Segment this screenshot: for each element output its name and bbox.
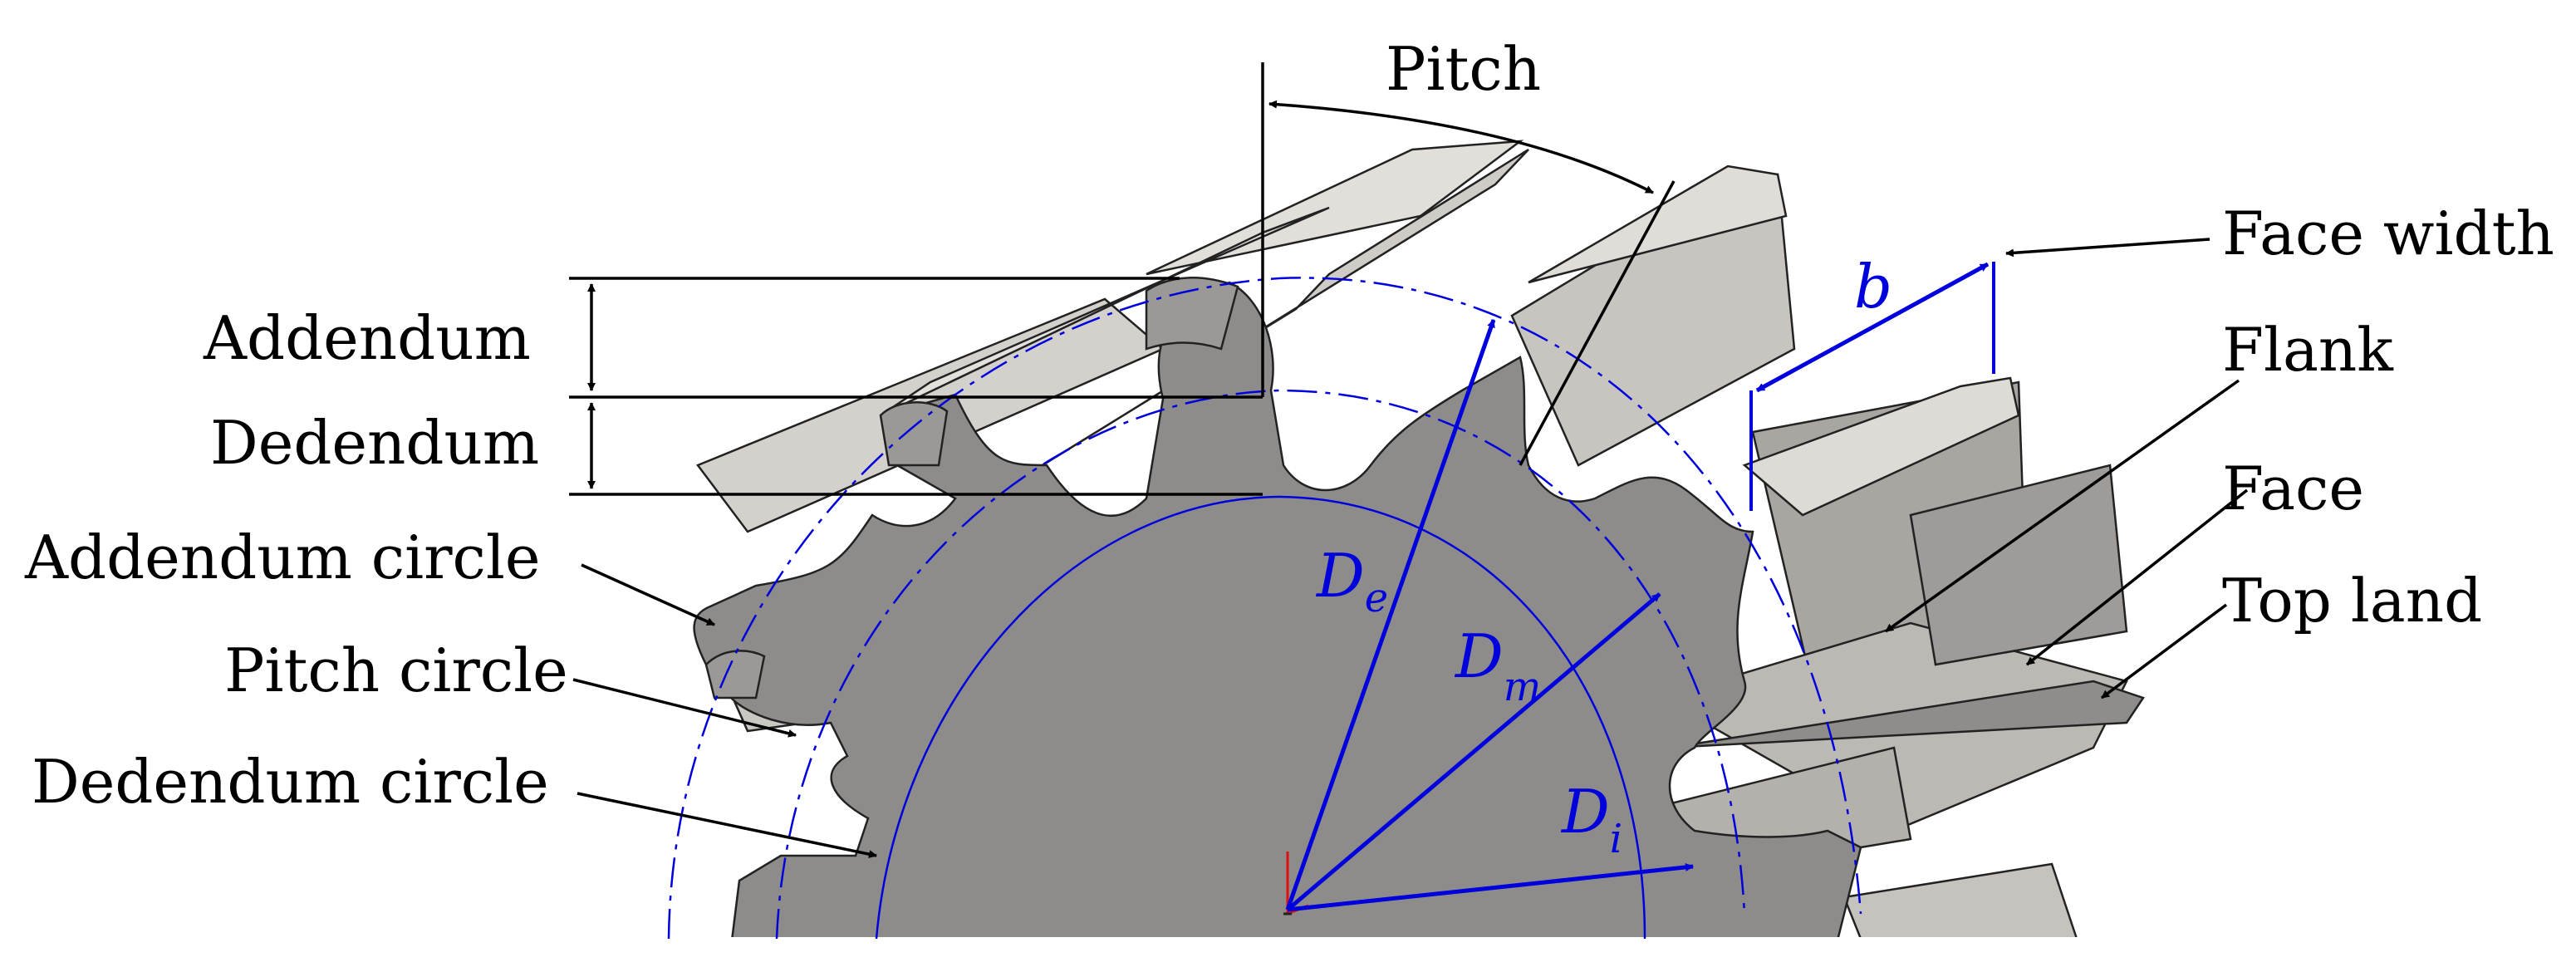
radius-arrows [1285, 319, 1694, 912]
reference-circles [667, 277, 1862, 940]
dedendum-circle-curve [875, 495, 1646, 940]
leader-face [2025, 488, 2249, 666]
label-pitch-circle: Pitch circle [224, 636, 568, 705]
dm-main: D [1454, 621, 1504, 691]
leader-flank [1884, 379, 2240, 633]
leader-face-width [2005, 238, 2210, 258]
di-arrow [1287, 862, 1694, 912]
de-main: D [1315, 541, 1365, 611]
addendum-circle-curve [667, 277, 1862, 940]
di-sub: i [1610, 816, 1622, 862]
label-de: De [1315, 541, 1388, 621]
leader-lines [572, 238, 2249, 859]
label-dm: Dm [1454, 621, 1541, 710]
de-arrow [1285, 319, 1496, 911]
label-face-width: Face width [2222, 199, 2554, 268]
label-addendum: Addendum [203, 303, 531, 373]
label-dedendum-circle: Dedendum circle [32, 747, 549, 817]
dm-sub: m [1504, 664, 1542, 710]
gear-front-face [693, 281, 1862, 937]
face-width-dimension [1749, 262, 1995, 511]
leader-addendum-circle [581, 563, 715, 626]
dm-arrow [1286, 592, 1661, 911]
gear-body [693, 140, 2145, 937]
label-addendum-circle: Addendum circle [24, 523, 541, 592]
black-dimensions [569, 62, 1676, 496]
pitch-circle-curve [775, 389, 1746, 940]
label-top-land: Top land [2222, 566, 2482, 636]
label-di: Di [1560, 777, 1622, 862]
label-dedendum: Dedendum [210, 408, 539, 478]
leader-dedendum-circle [577, 792, 877, 859]
label-face: Face [2222, 454, 2364, 523]
label-flank: Flank [2222, 315, 2394, 385]
di-main: D [1560, 777, 1610, 847]
tooth-tips [704, 277, 1239, 699]
leader-pitch-circle [572, 678, 797, 738]
label-pitch: Pitch [1386, 34, 1541, 104]
de-sub: e [1365, 575, 1388, 621]
label-b: b [1854, 252, 1892, 322]
leader-top-land [2100, 603, 2228, 699]
